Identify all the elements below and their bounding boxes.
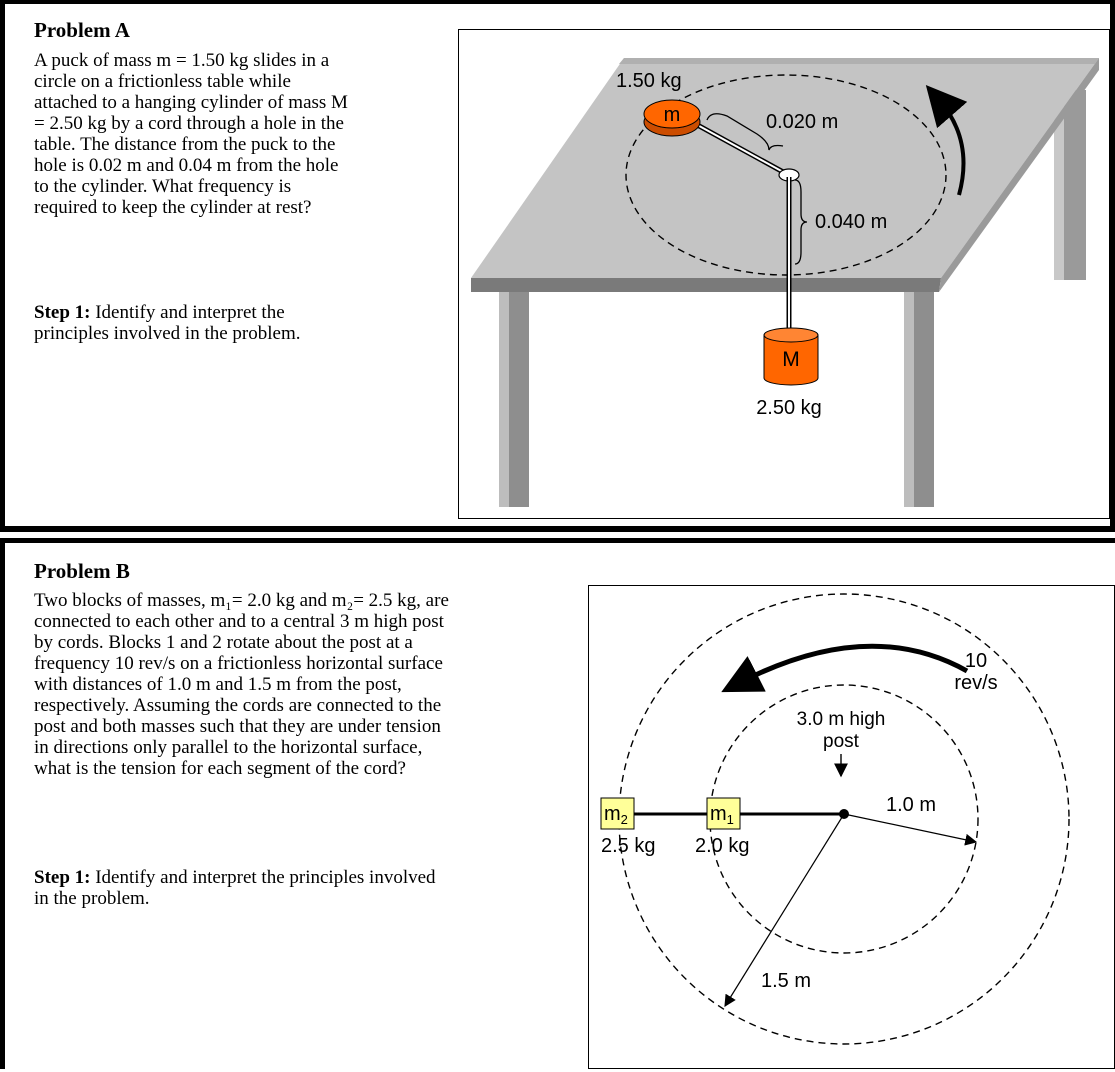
frequency-value: 10	[965, 650, 987, 672]
brace-0020	[706, 113, 784, 151]
post	[839, 809, 849, 819]
puck-to-hole-label: 0.020 m	[766, 111, 838, 133]
problem-a-line: required to keep the cylinder at rest?	[34, 197, 312, 218]
block-m1	[706, 797, 741, 830]
problem-a-line: attached to a hanging cylinder of mass M	[34, 92, 348, 113]
problem-b-line: respectively. Assuming the cords are con…	[34, 695, 442, 716]
problem-a-line: circle on a frictionless table while	[34, 71, 291, 92]
step-label: Step 1:	[34, 867, 91, 888]
brace-0040	[794, 179, 808, 265]
problem-b-line: what is the tension for each segment of …	[34, 758, 406, 779]
problem-b-line: in directions only parallel to the horiz…	[34, 737, 423, 758]
problem-a-line: hole is 0.02 m and 0.04 m from the hole	[34, 155, 339, 176]
problem-b-line: Two blocks of masses, m₁= 2.0 kg and m₂=…	[34, 590, 449, 611]
problem-a-statement: A puck of mass m = 1.50 kg slides in a c…	[34, 50, 454, 218]
block-m2	[600, 797, 635, 830]
frequency-unit: rev/s	[954, 672, 997, 694]
rotation-diagram: 10 rev/s 3.0 m high post 1.0 m 1.5 m m2 …	[600, 593, 1070, 1045]
problem-b-line: frequency 10 rev/s on a frictionless hor…	[34, 653, 443, 674]
problem-b-figure: 10 rev/s 3.0 m high post 1.0 m 1.5 m m2 …	[588, 585, 1115, 1069]
problem-a-figure: m 1.50 kg 0.020 m 0.040 m M 2.50 kg	[458, 29, 1110, 519]
step-text: in the problem.	[34, 888, 150, 909]
cylinder-mass-label: 2.50 kg	[756, 397, 822, 419]
puck-symbol: m	[664, 104, 681, 126]
block-m1-mass: 2.0 kg	[695, 835, 749, 857]
problem-b-line: by cords. Blocks 1 and 2 rotate about th…	[34, 632, 413, 653]
step-text: Identify and interpret the principles in…	[90, 867, 436, 888]
table-top	[471, 58, 1099, 278]
table-edge	[471, 278, 941, 292]
problem-b-line: post and both masses such that they are …	[34, 716, 441, 737]
orbit-path	[625, 74, 947, 276]
problem-b-line: with distances of 1.0 m and 1.5 m from t…	[34, 674, 402, 695]
block-m2-label: m2	[604, 803, 628, 827]
inner-radius-label: 1.0 m	[886, 794, 936, 816]
block-m1-label: m1	[710, 803, 734, 827]
outer-orbit	[618, 593, 1070, 1045]
puck	[643, 99, 701, 129]
puck-mass-label: 1.50 kg	[616, 70, 682, 92]
block-m2-mass: 2.5 kg	[601, 835, 655, 857]
problem-a-step: Step 1: Identify and interpret the princ…	[34, 302, 454, 344]
step-text: principles involved in the problem.	[34, 323, 301, 344]
problem-b-line: connected to each other and to a central…	[34, 611, 444, 632]
rotation-arrow-icon	[721, 643, 969, 693]
hole-to-cylinder-label: 0.040 m	[815, 211, 887, 233]
outer-radius-label: 1.5 m	[761, 970, 811, 992]
problem-a-panel: Problem A A puck of mass m = 1.50 kg sli…	[0, 0, 1115, 532]
inner-radius-line	[843, 813, 978, 846]
step-text: Identify and interpret the	[90, 302, 285, 323]
problem-a-line: table. The distance from the puck to the	[34, 134, 336, 155]
rotation-arrow-icon	[925, 84, 968, 196]
post-label-line1: 3.0 m high	[797, 709, 886, 730]
post-label-line2: post	[823, 731, 860, 752]
problem-b-step: Step 1: Identify and interpret the princ…	[34, 867, 574, 909]
problem-a-line: to the cylinder. What frequency is	[34, 176, 292, 197]
outer-radius-line	[724, 813, 845, 1008]
problem-a-line: = 2.50 kg by a cord through a hole in th…	[34, 113, 344, 134]
problem-b-statement: Two blocks of masses, m₁= 2.0 kg and m₂=…	[34, 590, 574, 779]
table-diagram: m 1.50 kg 0.020 m 0.040 m M 2.50 kg	[471, 58, 1099, 507]
cylinder	[763, 335, 819, 386]
problem-a-title: Problem A	[34, 18, 130, 42]
problem-a-line: A puck of mass m = 1.50 kg slides in a	[34, 50, 330, 71]
step-label: Step 1:	[34, 302, 91, 323]
problem-b-title: Problem B	[34, 559, 130, 583]
problem-b-panel: Problem B Two blocks of masses, m₁= 2.0 …	[0, 538, 1115, 1069]
cylinder-symbol: M	[782, 348, 800, 371]
